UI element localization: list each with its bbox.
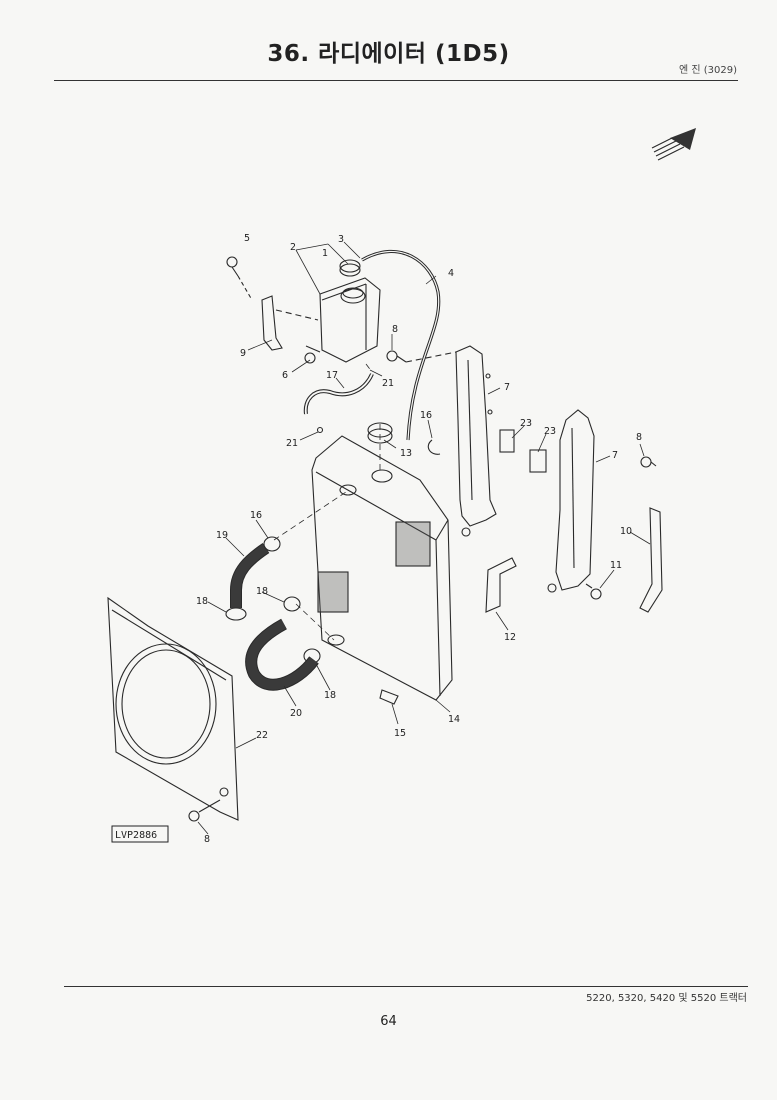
clamp-18-b (283, 596, 301, 612)
footer-divider (64, 986, 748, 987)
callout-23-b: 23 (544, 426, 556, 437)
drain-valve-15 (379, 689, 399, 705)
callout-21-lower: 21 (286, 438, 298, 449)
callout-1: 1 (322, 248, 328, 259)
page-number: 64 (380, 1014, 397, 1029)
callout-23-a: 23 (520, 418, 532, 429)
leader-lines (197, 241, 651, 835)
clip-16-upper (427, 439, 441, 455)
block-23-a (499, 429, 515, 453)
callout-12: 12 (504, 632, 516, 643)
callout-14: 14 (448, 714, 460, 725)
bolt-8-right (640, 456, 657, 468)
figure-code-box: LVP2886 (111, 825, 169, 843)
callout-6: 6 (282, 370, 288, 381)
callout-15: 15 (394, 728, 406, 739)
callout-22: 22 (256, 730, 268, 741)
callout-7-left: 7 (504, 382, 510, 393)
callout-13: 13 (400, 448, 412, 459)
clamp-18-a (225, 607, 247, 621)
callout-16-upper: 16 (420, 410, 432, 421)
bar-10 (639, 507, 663, 613)
block-23-b (529, 449, 547, 473)
callout-16-lower: 16 (250, 510, 262, 521)
direction-arrow-icon (651, 128, 696, 161)
tractor-models: 5220, 5320, 5420 및 5520 트랙터 (586, 993, 747, 1004)
page-title: 36. 라디에이터 (1D5) (267, 41, 510, 67)
callout-9: 9 (240, 348, 246, 359)
radiator-14 (311, 435, 453, 701)
coolant-reservoir-2 (304, 277, 381, 364)
assembly-dash-lines (273, 363, 381, 641)
reservoir-cap-1 (339, 259, 361, 277)
bolt-5 (226, 256, 253, 301)
bracket-12 (485, 557, 517, 613)
callout-18-a: 18 (196, 596, 208, 607)
callout-3: 3 (338, 234, 344, 245)
callout-8-lower: 8 (204, 834, 210, 845)
callout-8-upper: 8 (392, 324, 398, 335)
callout-18-c: 18 (324, 690, 336, 701)
clamp-16-lower (263, 536, 281, 552)
callout-5: 5 (244, 233, 250, 244)
bolt-8-upper (386, 350, 457, 363)
callout-19: 19 (216, 530, 228, 541)
callout-18-b: 18 (256, 586, 268, 597)
side-bracket-7-left (455, 345, 497, 537)
bolt-11 (585, 583, 602, 600)
bracket-9 (261, 295, 319, 351)
bolt-8-lower (188, 799, 221, 822)
callout-4: 4 (448, 268, 454, 279)
callout-2: 2 (290, 242, 296, 253)
figure-code: LVP2886 (115, 830, 157, 841)
callout-20: 20 (290, 708, 302, 719)
callout-17: 17 (326, 370, 338, 381)
section-label: 엔 진 (3029) (678, 65, 737, 76)
side-bracket-7-right (547, 409, 595, 593)
callout-11: 11 (610, 560, 622, 571)
callout-7-right: 7 (612, 450, 618, 461)
callout-10: 10 (620, 526, 632, 537)
callout-21-upper: 21 (382, 378, 394, 389)
header-divider (54, 80, 738, 81)
callout-8-right: 8 (636, 432, 642, 443)
fan-shroud-22 (107, 596, 239, 821)
